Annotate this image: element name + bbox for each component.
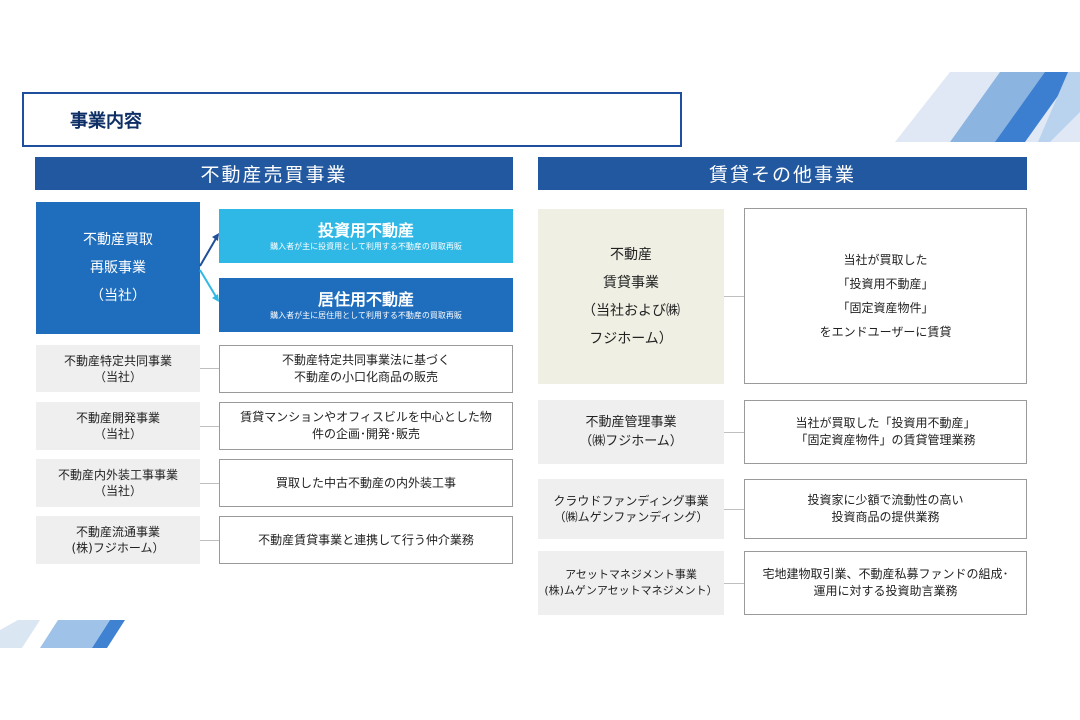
arrow-head-resid <box>212 294 219 302</box>
business-name-line: (株)フジホーム） <box>71 541 165 555</box>
business-desc-box: 当社が買取した「投資用不動産」 「固定資産物件」の賃貸管理業務 <box>744 400 1027 464</box>
business-desc-box: 不動産賃貸事業と連携して行う仲介業務 <box>219 516 513 564</box>
rental-desc-line: をエンドユーザーに賃貸 <box>819 325 952 339</box>
business-desc-line: 買取した中古不動産の内外装工事 <box>275 475 456 490</box>
rental-desc-line: 当社が買取した <box>843 253 928 267</box>
rental-business-box: 不動産 賃貸事業 （当社および㈱ フジホーム） <box>538 209 724 384</box>
business-name-line: 不動産管理事業 <box>585 415 677 430</box>
business-desc-box: 買取した中古不動産の内外装工事 <box>219 459 513 507</box>
business-desc-line: 投資家に少額で流動性の高い <box>807 493 964 507</box>
residential-title: 居住用不動産 <box>317 289 414 309</box>
connector-line <box>724 296 744 297</box>
connector-line <box>200 540 219 541</box>
business-name-line: (株)ムゲンアセットマネジメント） <box>544 584 718 597</box>
business-name-box: 不動産流通事業 (株)フジホーム） <box>36 516 200 564</box>
business-desc-box: 不動産特定共同事業法に基づく 不動産の小口化商品の販売 <box>219 345 513 393</box>
business-desc-line: 「固定資産物件」の賃貸管理業務 <box>795 433 976 447</box>
business-desc-box: 宅地建物取引業、不動産私募ファンドの組成･ 運用に対する投資助言業務 <box>744 551 1027 615</box>
rental-line: 不動産 <box>610 246 652 263</box>
residential-property-box: 居住用不動産 購入者が主に居住用として利用する不動産の買取再販 <box>219 278 513 332</box>
arrow-to-resid <box>199 269 219 301</box>
business-name-line: （当社） <box>93 427 142 441</box>
rental-line: （当社および㈱ <box>582 302 680 319</box>
business-name-line: 不動産流通事業 <box>75 525 160 539</box>
business-desc-line: 不動産特定共同事業法に基づく <box>281 353 450 367</box>
residential-subtitle: 購入者が主に居住用として利用する不動産の買取再販 <box>270 310 462 320</box>
business-desc-line: 件の企画･開発･販売 <box>311 427 420 441</box>
business-desc-line: 当社が買取した「投資用不動産」 <box>795 416 976 430</box>
investment-title: 投資用不動産 <box>317 220 414 240</box>
business-desc-box: 賃貸マンションやオフィスビルを中心とした物 件の企画･開発･販売 <box>219 402 513 450</box>
business-desc-line: 宅地建物取引業、不動産私募ファンドの組成･ <box>762 567 1009 581</box>
rental-desc-box: 当社が買取した 「投資用不動産」 「固定資産物件」 をエンドユーザーに賃貸 <box>744 208 1027 384</box>
rental-line: 賃貸事業 <box>603 274 659 291</box>
decorative-stripes-top <box>895 72 1080 142</box>
business-desc-line: 不動産の小口化商品の販売 <box>293 370 438 384</box>
main-buy-line: 再販事業 <box>90 260 146 276</box>
business-name-box: アセットマネジメント事業 (株)ムゲンアセットマネジメント） <box>538 551 724 615</box>
business-desc-line: 賃貸マンションやオフィスビルを中心とした物 <box>240 410 492 424</box>
connector-line <box>724 583 744 584</box>
business-name-line: 不動産特定共同事業 <box>63 353 172 368</box>
connector-line <box>200 483 219 484</box>
business-name-box: 不動産内外装工事事業 （当社） <box>36 459 200 507</box>
arrow-to-invest <box>199 234 219 267</box>
business-name-box: 不動産開発事業 （当社） <box>36 402 200 450</box>
business-name-line: 不動産開発事業 <box>75 411 160 425</box>
connector-line <box>200 368 219 369</box>
business-name-box: 不動産管理事業 （㈱フジホーム） <box>538 400 724 464</box>
branch-arrows <box>199 233 219 302</box>
business-desc-box: 投資家に少額で流動性の高い 投資商品の提供業務 <box>744 479 1027 539</box>
business-name-box: 不動産特定共同事業 （当社） <box>36 345 200 392</box>
main-buy-line: 不動産買取 <box>83 232 153 248</box>
business-name-line: （㈱フジホーム） <box>579 434 683 449</box>
decorative-stripes-bottom <box>0 620 125 648</box>
business-name-line: （当社） <box>93 369 142 384</box>
rental-desc-line: 「固定資産物件」 <box>837 301 934 315</box>
investment-subtitle: 購入者が主に投資用として利用する不動産の買取再販 <box>270 241 462 251</box>
business-name-line: （当社） <box>93 484 142 498</box>
business-name-line: （㈱ムゲンファンディング） <box>553 510 709 524</box>
title-box: 事業内容 <box>22 92 682 147</box>
section-header-sales: 不動産売買事業 <box>35 157 513 190</box>
investment-property-box: 投資用不動産 購入者が主に投資用として利用する不動産の買取再販 <box>219 209 513 263</box>
business-name-line: 不動産内外装工事事業 <box>57 468 178 482</box>
rental-line: フジホーム） <box>589 330 673 347</box>
connector-line <box>724 509 744 510</box>
connector-line <box>200 426 219 427</box>
page-title: 事業内容 <box>70 110 142 132</box>
business-desc-line: 投資商品の提供業務 <box>831 510 940 524</box>
business-name-box: クラウドファンディング事業 （㈱ムゲンファンディング） <box>538 479 724 539</box>
arrow-head-invest <box>212 233 219 241</box>
main-buy-line: （当社） <box>90 288 146 304</box>
business-name-line: アセットマネジメント事業 <box>565 568 697 581</box>
section-header-rental: 賃貸その他事業 <box>538 157 1027 190</box>
business-name-line: クラウドファンディング事業 <box>553 494 709 508</box>
business-desc-line: 不動産賃貸事業と連携して行う仲介業務 <box>258 532 474 547</box>
main-buy-resale-box: 不動産買取 再販事業 （当社） <box>36 202 200 334</box>
rental-desc-line: 「投資用不動産」 <box>837 277 934 291</box>
business-desc-line: 運用に対する投資助言業務 <box>813 584 958 598</box>
connector-line <box>724 432 744 433</box>
